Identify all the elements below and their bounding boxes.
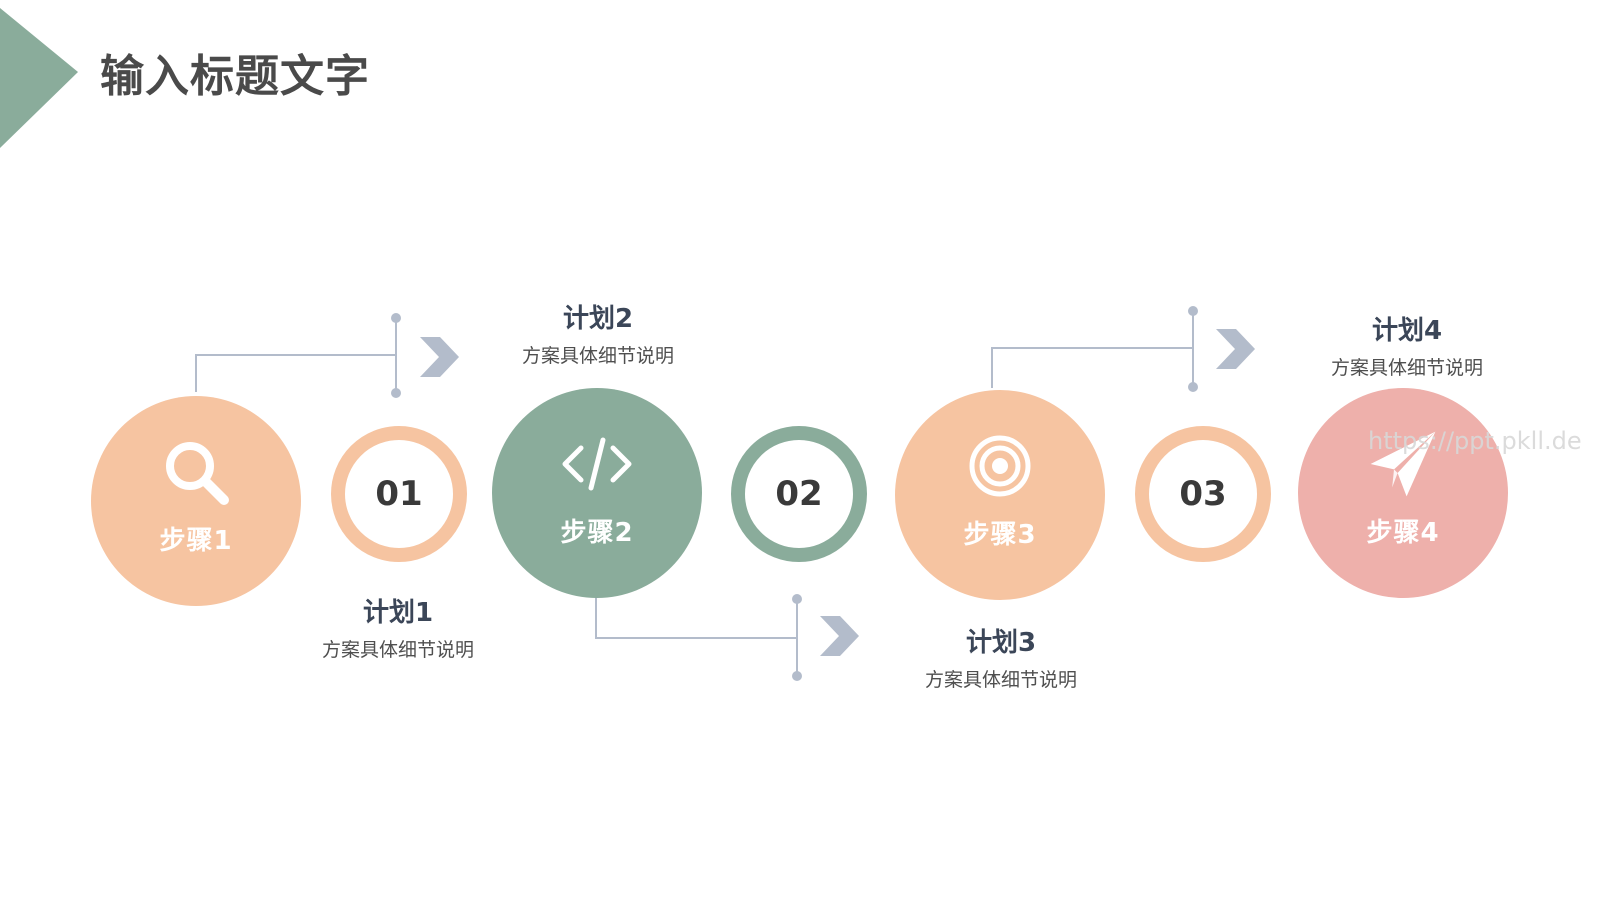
plan-4: 计划4 方案具体细节说明 [1287, 310, 1527, 380]
step-3-label: 步骤3 [963, 520, 1037, 550]
paper-plane-icon [1367, 428, 1439, 500]
plan-2-title: 计划2 [562, 304, 634, 334]
plan-1-title: 计划1 [362, 598, 434, 628]
slide-title: 输入标题文字 [100, 51, 370, 102]
plan-4-title: 计划4 [1371, 316, 1443, 346]
search-icon [160, 436, 232, 508]
connector-2 [595, 596, 797, 639]
code-icon [561, 428, 633, 500]
plan-4-desc: 方案具体细节说明 [1330, 357, 1483, 379]
target-icon [964, 430, 1036, 502]
chevron-right-icon [1216, 329, 1255, 369]
chevron-right-icon [820, 616, 859, 656]
connector-3-dot-bottom [1188, 382, 1198, 392]
plan-3-desc: 方案具体细节说明 [924, 669, 1077, 691]
plan-2-desc: 方案具体细节说明 [521, 345, 674, 367]
connector-1-dot-top [391, 313, 401, 323]
corner-triangle-decoration [0, 8, 78, 148]
number-ring-03: 03 [1135, 426, 1271, 562]
plan-1: 计划1 方案具体细节说明 [278, 592, 518, 662]
step-1-label: 步骤1 [159, 526, 233, 556]
watermark-text: https://ppt.pkll.de [1368, 427, 1582, 455]
connector-3 [991, 347, 1193, 388]
connector-2-dot-bottom [792, 671, 802, 681]
number-03: 03 [1179, 474, 1227, 514]
plan-3-title: 计划3 [965, 628, 1037, 658]
connector-1-dot-bottom [391, 388, 401, 398]
step-3-circle: 步骤3 [895, 390, 1105, 600]
number-ring-01: 01 [331, 426, 467, 562]
step-4-circle: 步骤4 [1298, 388, 1508, 598]
step-1-circle: 步骤1 [91, 396, 301, 606]
plan-1-desc: 方案具体细节说明 [321, 639, 474, 661]
chevron-right-icon [420, 337, 459, 377]
number-01: 01 [375, 474, 423, 514]
connector-2-dot-top [792, 594, 802, 604]
number-ring-02: 02 [731, 426, 867, 562]
step-2-label: 步骤2 [560, 518, 634, 548]
connector-1 [195, 354, 396, 392]
step-4-label: 步骤4 [1366, 518, 1440, 548]
number-02: 02 [775, 474, 823, 514]
plan-3: 计划3 方案具体细节说明 [881, 622, 1121, 692]
step-2-circle: 步骤2 [492, 388, 702, 598]
connector-3-dot-top [1188, 306, 1198, 316]
plan-2: 计划2 方案具体细节说明 [478, 298, 718, 368]
